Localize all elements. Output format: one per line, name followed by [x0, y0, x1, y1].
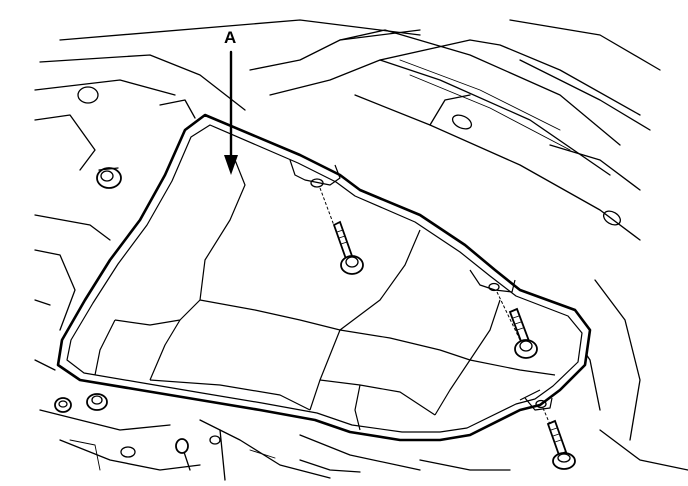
bolt-hole	[488, 282, 500, 292]
mounting-bolts	[54, 167, 576, 470]
bolt	[508, 307, 538, 359]
vehicle-underbody-background	[34, 19, 688, 481]
bolt	[546, 419, 576, 470]
nut	[175, 438, 189, 454]
bolt-hole	[310, 178, 324, 188]
bolt-hole	[535, 399, 547, 409]
bolt	[332, 220, 364, 275]
callout-a: A	[224, 28, 238, 175]
nut	[86, 393, 108, 411]
nut	[96, 167, 122, 189]
callout-label: A	[224, 28, 236, 47]
nut	[54, 397, 72, 413]
callout-arrow-head	[224, 155, 238, 175]
under-cover-plate	[56, 113, 592, 442]
